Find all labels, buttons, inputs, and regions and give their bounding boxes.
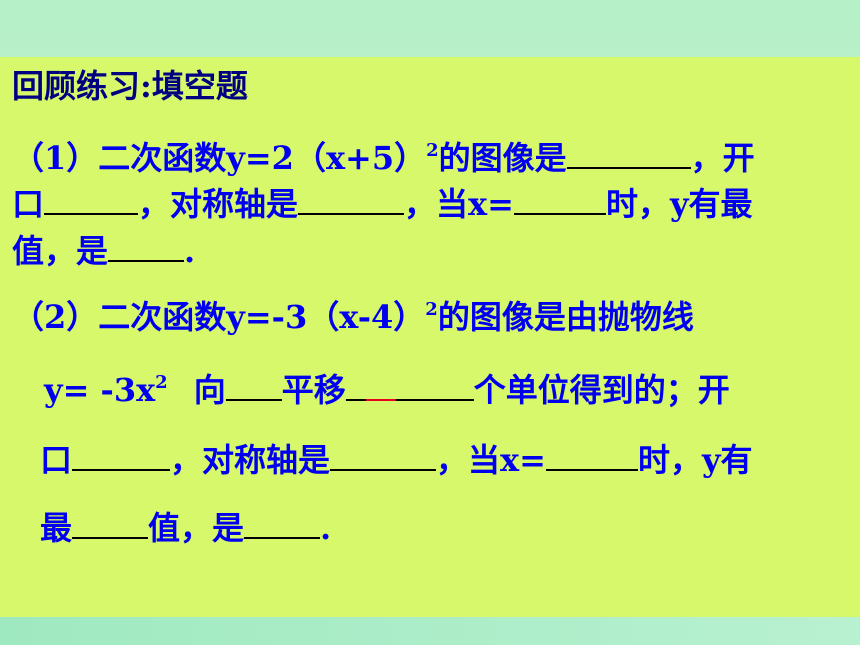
q2-text: .: [320, 509, 332, 547]
q1-line-3: 值，是.: [12, 228, 195, 271]
q1-blank-x-value[interactable]: [513, 181, 606, 215]
q2-red-mark: [365, 399, 396, 401]
q2-blank-units[interactable]: [345, 367, 474, 401]
q1-line-1: （1）二次函数y=2（x+5）2的图像是 ，开: [12, 135, 755, 178]
q2-blank-direction[interactable]: [225, 367, 282, 401]
q2-blank-axis[interactable]: [330, 437, 437, 471]
exercise-panel: 回顾练习:填空题 （1）二次函数y=2（x+5）2的图像是，开 口，对称轴是，当…: [0, 57, 860, 617]
q2-line-1: （2）二次函数y=-3（x-4）2的图像是由抛物线: [12, 297, 694, 337]
q2-blank-extreme-value[interactable]: [244, 505, 321, 539]
q1-text: 值，是: [12, 232, 109, 270]
q2-text: 的图像是由抛物线: [437, 298, 694, 336]
q1-line-2: 口 ，对称轴是 ，当x= 时，y有最: [12, 181, 753, 224]
q1-text: 时，y有最: [605, 185, 753, 223]
q2-exponent: 2: [155, 372, 168, 393]
q1-blank-extreme-value[interactable]: [108, 228, 185, 262]
q1-text: ，对称轴是: [138, 185, 299, 223]
q1-blank-graph[interactable]: [566, 135, 691, 169]
q1-text: 的图像是: [438, 139, 567, 177]
q1-text: （1）二次函数y=2（x+5）: [12, 139, 427, 177]
q1-exponent: 2: [426, 140, 439, 161]
q2-text: ，当x=: [436, 441, 546, 479]
q2-text: ，对称轴是: [170, 441, 331, 479]
q2-text: （2）二次函数y=-3（x-4）: [12, 298, 426, 336]
q2-text: 时，y有: [637, 441, 753, 479]
q1-text: 口: [12, 185, 45, 223]
q2-line-3: 口 ，对称轴是 ，当x= 时，y有: [40, 437, 753, 480]
q2-blank-x-value[interactable]: [545, 437, 638, 471]
q2-text: 个单位得到的；开: [473, 371, 730, 409]
q2-line-2: y= -3x2 向 平移 个单位得到的；开: [44, 367, 730, 410]
q2-text: y= -3x: [44, 371, 156, 409]
q2-blank-opening[interactable]: [72, 437, 171, 471]
q1-text: ，开: [690, 139, 755, 177]
q2-blank-extreme-type[interactable]: [72, 505, 149, 539]
q1-blank-axis[interactable]: [298, 181, 405, 215]
slide-footer-band: [0, 617, 860, 645]
q2-text: 口: [40, 441, 73, 479]
exercise-title: 回顾练习:填空题: [12, 66, 248, 106]
exercise-title-text: 回顾练习:填空题: [12, 67, 248, 105]
q1-blank-opening[interactable]: [44, 181, 139, 215]
q2-text: 最: [40, 509, 73, 547]
q1-text: ，当x=: [404, 185, 514, 223]
q2-text: 值，是: [148, 509, 245, 547]
q2-text: 平移: [281, 371, 346, 409]
q1-text: .: [184, 232, 196, 270]
q2-text: 向: [193, 371, 226, 409]
q2-exponent: 2: [425, 299, 438, 320]
q2-line-4: 最 值，是.: [40, 505, 331, 548]
